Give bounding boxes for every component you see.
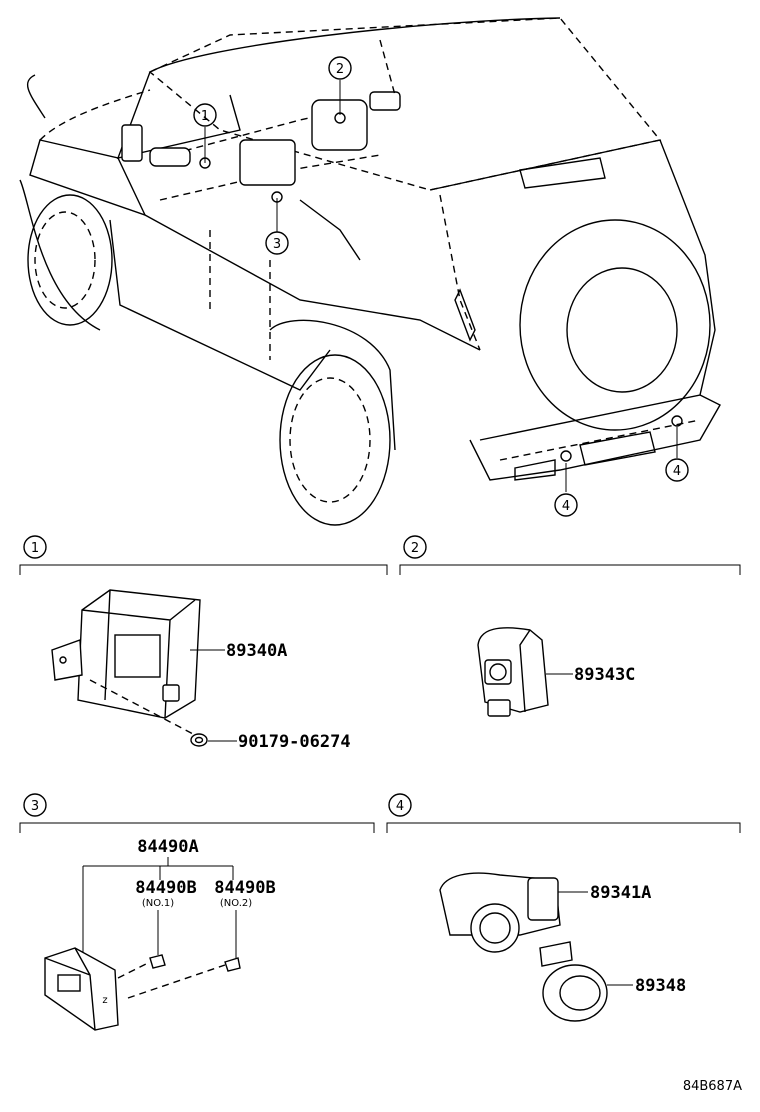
vehicle-callout-2: 2	[328, 56, 352, 80]
part-number-89341A: 89341A	[590, 883, 651, 903]
note-no2: (NO.2)	[220, 898, 252, 909]
svg-text:4: 4	[396, 799, 404, 814]
svg-text:4: 4	[673, 464, 681, 479]
note-no1: (NO.1)	[142, 898, 174, 909]
svg-text:1: 1	[201, 109, 209, 124]
svg-text:1: 1	[31, 541, 39, 556]
sensor-89343C	[477, 627, 549, 717]
svg-text:z: z	[102, 995, 107, 1006]
part-number-84490B-2: 84490B	[214, 878, 275, 898]
section-header-2: 2	[399, 535, 741, 575]
vehicle-callout-3: 3	[265, 231, 289, 255]
control-module-89340A	[51, 589, 201, 719]
svg-text:3: 3	[273, 237, 281, 252]
part-number-89348: 89348	[635, 976, 686, 996]
vehicle-callout-4a: 4	[554, 493, 578, 517]
svg-text:2: 2	[336, 62, 344, 77]
bulb-no2	[224, 957, 241, 972]
vehicle-illustration	[19, 17, 721, 526]
sensor-89341A	[439, 872, 561, 953]
leader-bolt	[89, 679, 196, 736]
leader-84490A	[82, 857, 234, 958]
section-header-4: 4	[386, 793, 741, 833]
vehicle-callout-1: 1	[193, 103, 217, 127]
part-number-89343C: 89343C	[574, 665, 635, 685]
svg-text:4: 4	[562, 499, 570, 514]
part-number-90179-06274: 90179-06274	[238, 732, 351, 752]
retainer-89348	[539, 941, 608, 1022]
section-header-3: 3	[19, 793, 375, 833]
bolt-90179-06274	[190, 733, 208, 747]
bulb-no1	[149, 954, 166, 969]
part-number-84490B-1: 84490B	[135, 878, 196, 898]
part-number-89340A: 89340A	[226, 641, 287, 661]
vehicle-callout-4b: 4	[665, 458, 689, 482]
part-number-84490A: 84490A	[137, 837, 198, 857]
switch-84490A: z	[44, 947, 119, 1031]
section-header-1: 1	[19, 535, 388, 575]
svg-text:3: 3	[31, 799, 39, 814]
diagram-reference-code: 84B687A	[683, 1079, 742, 1094]
svg-text:2: 2	[411, 541, 419, 556]
